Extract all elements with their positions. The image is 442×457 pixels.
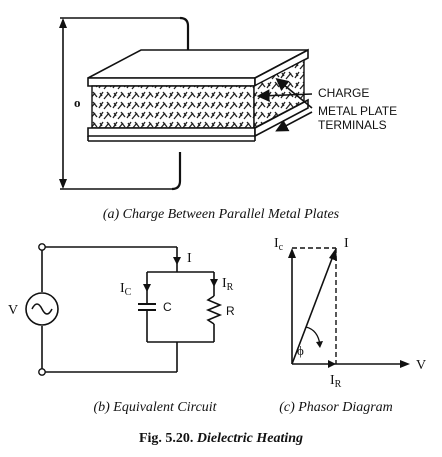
sine-wave-icon: [31, 303, 53, 315]
bottom-terminal-wire: [171, 152, 182, 191]
terminal-top: [38, 243, 46, 251]
resistor-zigzag-icon: [205, 295, 223, 325]
main-current-label: I: [187, 251, 192, 266]
ic-arrow-icon: [288, 248, 296, 258]
panel-c: V Ic I IR ϕ (c) Phasor Diagram: [274, 236, 426, 415]
caption-b: (b) Equivalent Circuit: [93, 400, 217, 415]
cap-current-label: IC: [120, 281, 132, 298]
main-current-arrow-icon: [173, 257, 181, 265]
terminals-label-line2: TERMINALS: [318, 118, 387, 132]
panel-b: V I IC C IR R (b) Equivalent Circuit: [8, 243, 235, 415]
res-current-label: IR: [222, 276, 234, 293]
ir-main: I: [330, 373, 335, 388]
figure-caption: Fig. 5.20. Dielectric Heating: [139, 431, 303, 446]
ic-main: I: [274, 236, 279, 251]
bottom-plate-side: [254, 98, 309, 138]
top-plate-front-edge: [87, 77, 256, 87]
figure-title: Dielectric Heating: [196, 431, 303, 446]
res-current-main: I: [222, 276, 227, 291]
phi-label: ϕ: [297, 343, 304, 358]
i-vector: [291, 255, 334, 365]
source-label: V: [8, 303, 18, 318]
ir-label: IR: [330, 373, 342, 390]
terminals-pointer-top: [275, 77, 313, 109]
voltage-arrow-bottom-icon: [59, 179, 67, 189]
panel-a: o CHARGE METAL PLATE TERMINALS (a) Charg…: [59, 16, 397, 222]
caption-c: (c) Phasor Diagram: [279, 400, 393, 415]
ir-sub: R: [335, 379, 342, 390]
i-label: I: [344, 236, 349, 251]
bottom-plate-front: [87, 127, 256, 137]
res-current-arrow-icon: [210, 279, 218, 287]
terminals-label-line1: METAL PLATE: [318, 104, 397, 118]
v-arrow-icon: [400, 360, 410, 368]
voltage-label: o: [74, 95, 81, 110]
top-terminal-wire: [179, 16, 190, 68]
charge-label: CHARGE: [318, 86, 369, 100]
capacitor-label: C: [163, 300, 172, 314]
ir-arrow-icon: [328, 360, 336, 368]
v-label: V: [416, 358, 426, 373]
caption-a: (a) Charge Between Parallel Metal Plates: [103, 207, 340, 222]
res-current-sub: R: [227, 282, 234, 293]
top-plate-side-edge: [254, 48, 309, 88]
dielectric-charge-front: [91, 85, 255, 129]
cap-current-sub: C: [125, 287, 132, 298]
phi-arc-arrow-icon: [316, 341, 323, 348]
voltage-arrow-top-icon: [59, 18, 67, 28]
resistor-label: R: [226, 304, 235, 318]
i-arrow-icon: [329, 248, 337, 261]
terminal-bottom: [38, 368, 46, 376]
cap-current-arrow-icon: [143, 284, 151, 292]
figure-number: Fig. 5.20.: [139, 431, 193, 446]
charge-pointer: [256, 89, 313, 103]
ic-label: Ic: [274, 236, 284, 253]
terminals-pointer-bottom: [275, 111, 313, 132]
ic-sub: c: [279, 242, 284, 253]
cap-current-main: I: [120, 281, 125, 296]
